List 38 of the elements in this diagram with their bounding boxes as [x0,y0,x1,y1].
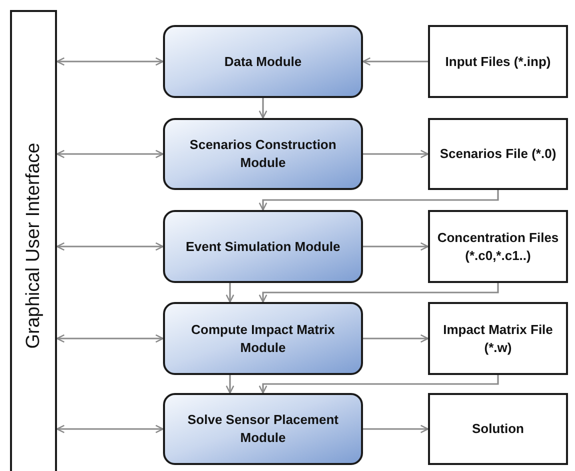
module-box [163,210,363,283]
box-label: Input Files (*.inp) [445,52,551,70]
module-box [163,25,363,98]
module-box [163,118,363,190]
arrow [258,283,499,303]
arrow [226,375,234,394]
arrow [226,283,234,303]
box-label: Impact Matrix File (*.w) [442,320,554,356]
module-box [163,393,363,465]
file-box [428,25,568,98]
box-label: Concentration Files (*.c0,*.c1..) [436,228,560,264]
arrow [56,150,164,158]
arrow [258,375,499,394]
box-label: Event Simulation Module [186,238,340,256]
file-box [428,118,568,190]
panel-label: Graphical User Interface [22,143,45,349]
arrow [56,424,164,434]
box-label: Compute Impact Matrix Module [190,320,336,356]
arrow [56,242,164,251]
arrow [258,190,499,211]
box-label: Scenarios File (*.0) [440,145,556,163]
box-label: Scenarios Construction Module [188,136,338,172]
file-box [428,210,568,283]
arrow [363,424,429,434]
arrow [363,334,429,343]
arrow [363,150,429,158]
box-label: Solve Sensor Placement Module [186,411,340,447]
interface-panel [10,10,57,471]
box-label: Solution [472,420,524,438]
arrow [56,57,164,66]
file-box [428,302,568,375]
arrow [362,57,428,66]
arrow [363,242,429,251]
arrow [56,334,164,343]
file-box [428,393,568,465]
box-label: Data Module [224,52,302,70]
arrow [258,98,268,119]
module-box [163,302,363,375]
